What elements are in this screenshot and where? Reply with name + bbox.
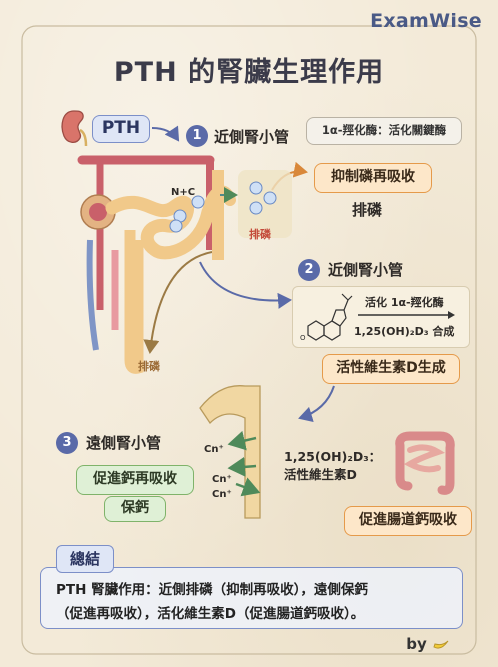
arrow-excrete-phosphate xyxy=(143,251,213,354)
active-vitamin-d-generated: 活性維生素D生成 xyxy=(322,354,460,384)
byline-text: by xyxy=(406,635,427,653)
symporter-label: N+C xyxy=(171,187,196,198)
distal-tubule-illustration xyxy=(199,385,261,519)
promote-intestinal-calcium-absorption: 促進腸道鈣吸收 xyxy=(344,506,472,536)
reaction-box xyxy=(292,286,470,348)
summary-title: 總結 xyxy=(56,545,114,573)
arrow-to-step2 xyxy=(199,261,292,309)
summary-box xyxy=(40,567,463,629)
excrete-phosphate-label: 排磷 xyxy=(352,201,383,219)
reaction-arrow xyxy=(358,311,455,319)
excrete-tubule-label: 排磷 xyxy=(249,228,271,241)
enzyme-note: 1α-羥化酶：活化關鍵酶 xyxy=(306,117,462,145)
ion-label-3: Cn⁺ xyxy=(212,489,232,500)
reaction-label: 活化 1α-羥化酶 xyxy=(365,296,444,309)
arrow-pth-to-step1 xyxy=(151,125,180,142)
step-3-label: 遠側腎小管 xyxy=(86,434,162,452)
page-title: PTH 的腎臟生理作用 xyxy=(113,57,385,88)
svg-text:O: O xyxy=(300,334,306,342)
arrow-to-step3 xyxy=(298,385,335,423)
byline: by xyxy=(406,635,450,653)
excrete-bottom-label: 排磷 xyxy=(138,360,160,373)
inhibit-phosphate-reabsorption: 抑制磷再吸收 xyxy=(314,163,432,193)
brand-logo: ExamWise xyxy=(370,10,482,32)
kidney-icon xyxy=(61,110,88,147)
step-2-label: 近側腎小管 xyxy=(328,261,404,279)
step-1-number: 1 xyxy=(186,125,208,147)
intestine-icon xyxy=(395,431,455,495)
pth-badge: PTH xyxy=(92,115,150,143)
step-2-number: 2 xyxy=(298,259,320,281)
reaction-product: 1,25(OH)₂D₃ 合成 xyxy=(354,325,455,338)
retain-calcium: 保鈣 xyxy=(104,496,166,522)
promote-calcium-reabsorption: 促進鈣再吸收 xyxy=(76,465,194,495)
summary-line-2: （促進再吸收），活化維生素D（促進腸道鈣吸收）。 xyxy=(56,606,365,622)
banana-icon xyxy=(433,640,449,649)
ion-label-2: Cn⁺ xyxy=(212,474,232,485)
step-1-label: 近側腎小管 xyxy=(214,128,290,146)
step-3-number: 3 xyxy=(56,432,78,454)
vitd-label-line2: 活性維生素D xyxy=(284,467,357,482)
ion-label-1: Cn⁺ xyxy=(204,444,224,455)
nephron-illustration xyxy=(77,155,292,374)
summary-line-1: PTH 腎臟作用：近側排磷（抑制再吸收），遠側保鈣 xyxy=(56,582,368,598)
summary-text: PTH 腎臟作用：近側排磷（抑制再吸收），遠側保鈣 （促進再吸收），活化維生素D… xyxy=(56,578,456,626)
vitamin-d-molecule-icon: O xyxy=(300,293,353,342)
vitd-label-line1: 1,25(OH)₂D₃： xyxy=(284,449,382,464)
